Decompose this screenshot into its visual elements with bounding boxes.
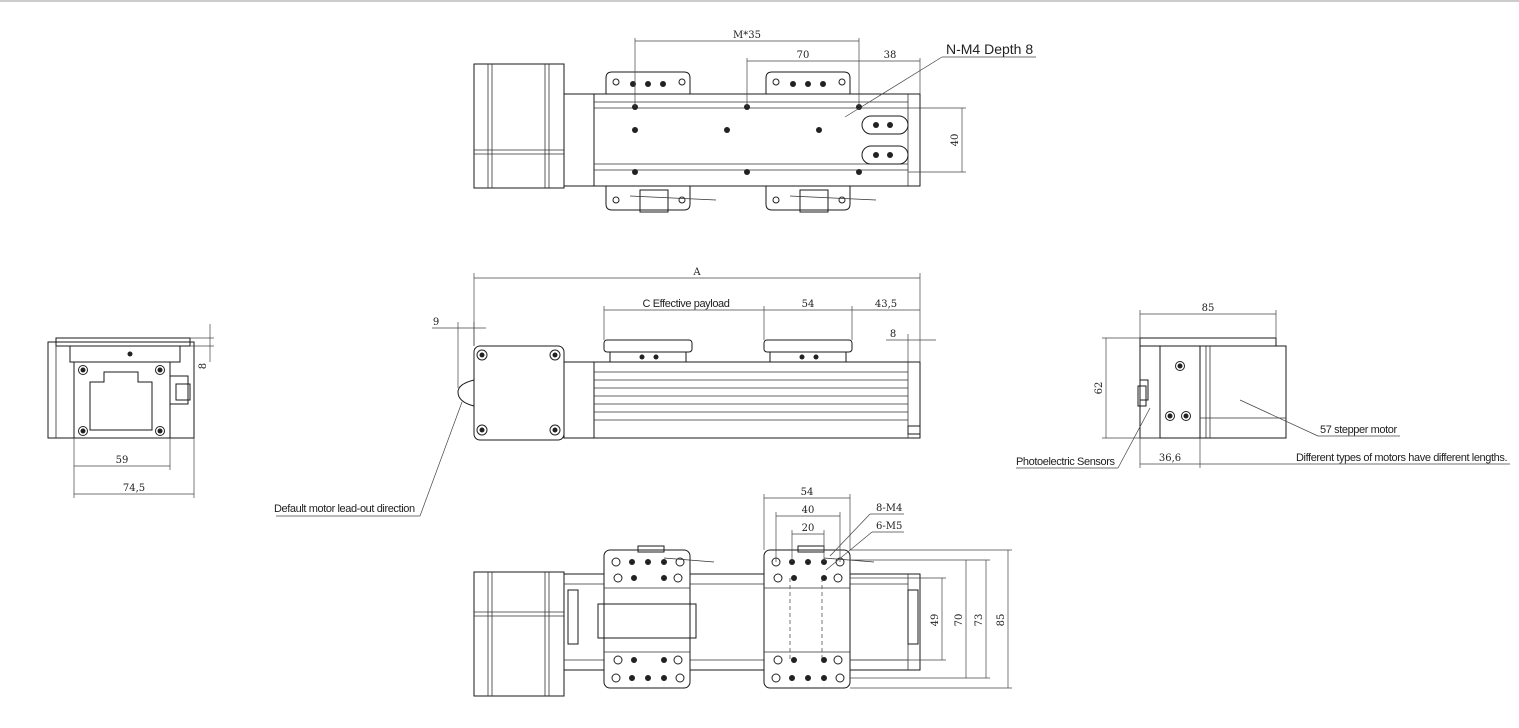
dim-top-38: 38: [884, 50, 897, 61]
right-view: 85 62 36,6 Photoelectric Sensors 57 step…: [1016, 303, 1510, 469]
dim-top-70: 70: [797, 50, 810, 61]
label-8-m4: 8-M4: [876, 503, 902, 514]
dim-bottom-73: 73: [974, 614, 985, 627]
dim-bottom-49: 49: [930, 614, 941, 627]
dim-top-40: 40: [950, 134, 961, 147]
dim-front-43-5: 43,5: [875, 299, 897, 310]
dim-right-36-6: 36,6: [1159, 453, 1181, 464]
front-view: A C Effective payload 54 43,5 9 8 Defaul…: [274, 267, 936, 517]
dim-bottom-40: 40: [802, 505, 815, 516]
dim-right-85: 85: [1202, 303, 1215, 314]
left-view: 8 59 74,5: [47, 324, 214, 498]
dim-left-74-5: 74,5: [123, 483, 145, 494]
dim-bottom-85: 85: [996, 614, 1007, 627]
dim-front-8: 8: [890, 329, 896, 340]
dim-right-62: 62: [1094, 382, 1105, 395]
dim-bottom-70: 70: [954, 614, 965, 627]
label-motor-lengths-note: Different types of motors have different…: [1296, 452, 1507, 464]
label-default-motor-lead-out: Default motor lead-out direction: [274, 503, 415, 515]
dim-front-9: 9: [433, 317, 439, 328]
dim-m35: M*35: [733, 30, 761, 41]
label-6-m5: 6-M5: [876, 521, 902, 532]
top-view: M*35 70 38 40 N-M4 Depth 8: [473, 30, 1036, 213]
dim-a: A: [692, 267, 701, 278]
dim-left-59: 59: [116, 455, 129, 466]
bottom-view: 54 40 20 8-M4 6-M5 49 70 73 85: [473, 487, 1012, 697]
label-photoelectric-sensors: Photoelectric Sensors: [1016, 456, 1115, 468]
label-c-effective-payload: C Effective payload: [643, 298, 730, 310]
dim-front-54: 54: [802, 299, 815, 310]
dim-bottom-54: 54: [801, 487, 814, 498]
dim-bottom-20: 20: [802, 523, 815, 534]
label-stepper-motor: 57 stepper motor: [1320, 424, 1397, 436]
dim-left-8: 8: [198, 363, 209, 369]
label-n-m4-depth: N-M4 Depth 8: [946, 41, 1033, 57]
